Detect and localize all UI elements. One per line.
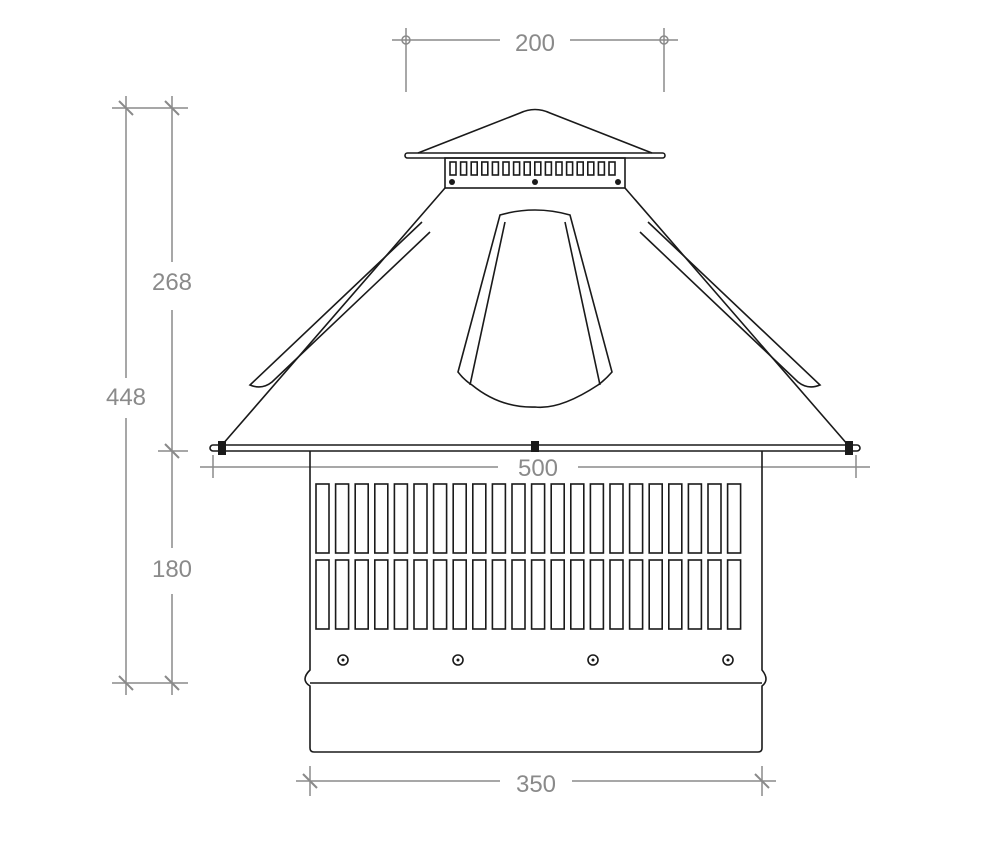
base-vent-slot <box>687 483 703 554</box>
base-vent-slot <box>413 483 428 554</box>
cap-vent-slot <box>449 161 457 176</box>
cap-vent-slot <box>491 161 500 176</box>
base-vent-slot <box>667 559 683 630</box>
cap-vent-slot <box>459 161 468 176</box>
base-vent-slot <box>707 483 722 554</box>
base-vent-slot <box>667 483 683 554</box>
base-vent-slot <box>648 483 664 554</box>
base-vent-slot <box>393 483 409 554</box>
base-vent-slot <box>354 483 370 554</box>
base-vent-slot <box>432 483 448 554</box>
base-vent-slot <box>628 559 644 630</box>
base-vent-slot <box>511 559 526 630</box>
base-vent-slot <box>628 483 644 554</box>
base-vent-slot <box>530 559 546 630</box>
base-vent-slot <box>354 559 370 630</box>
base-vent-slot <box>373 483 389 554</box>
dim-top-width: 200 <box>392 22 678 92</box>
cap-vent-slot <box>533 161 542 176</box>
base-vent-slot <box>471 559 487 630</box>
base-vent-slot <box>609 559 624 630</box>
base-vent-slot <box>491 559 507 630</box>
base-vent-slot <box>589 483 605 554</box>
base-vent-slot <box>569 559 585 630</box>
cap-vent-slot <box>480 161 489 176</box>
base-vent-slot <box>707 559 722 630</box>
cap-vent-slot <box>502 161 510 176</box>
cap-vent-slot <box>470 161 479 176</box>
base-vent-slot <box>334 559 350 630</box>
base-vent-slot <box>373 559 389 630</box>
dim-label-448: 448 <box>106 384 146 411</box>
base-vent-slot <box>393 559 409 630</box>
base-vent-slot <box>609 483 624 554</box>
dim-label-350: 350 <box>516 771 556 798</box>
base-vent-slot <box>569 483 585 554</box>
base-vent-slot <box>687 559 703 630</box>
base-vent-slot <box>726 483 742 554</box>
base-vent-slot <box>511 483 526 554</box>
base-vent-slot <box>648 559 664 630</box>
cap-vent-slot <box>576 161 585 176</box>
dim-label-200: 200 <box>515 30 555 57</box>
dim-label-180: 180 <box>152 556 192 583</box>
base-vent-slot <box>491 483 507 554</box>
base-vent-slot <box>452 559 468 630</box>
base-vent-slot <box>550 559 566 630</box>
cap-vent-slot <box>544 161 553 176</box>
cap-vent-slot <box>608 161 616 176</box>
base-vent-slot <box>530 483 546 554</box>
cap-vent-slot <box>512 161 521 176</box>
cowl-cap <box>404 108 666 189</box>
cowl-base <box>304 451 767 753</box>
base-vent-slot <box>315 483 330 554</box>
base-vent-slot <box>550 483 566 554</box>
base-vent-slot <box>432 559 448 630</box>
base-vent-slot <box>334 483 350 554</box>
dim-left: 268 448 180 <box>98 96 200 695</box>
cap-vent-slot <box>586 161 595 176</box>
dim-base-width: 350 <box>296 766 776 798</box>
base-vent-slot <box>413 559 428 630</box>
cap-vent-slot <box>597 161 606 176</box>
cowl-hood <box>209 187 861 455</box>
cap-vent-slot <box>523 161 532 176</box>
base-vent-slot <box>452 483 468 554</box>
base-vent-slot <box>315 559 330 630</box>
cap-vent-slot <box>565 161 574 176</box>
base-vent-slot <box>726 559 742 630</box>
cap-vent-slot <box>555 161 563 176</box>
base-vent-slot <box>471 483 487 554</box>
dim-label-500: 500 <box>518 455 558 482</box>
dim-label-268: 268 <box>152 269 192 296</box>
base-vent-slot <box>589 559 605 630</box>
